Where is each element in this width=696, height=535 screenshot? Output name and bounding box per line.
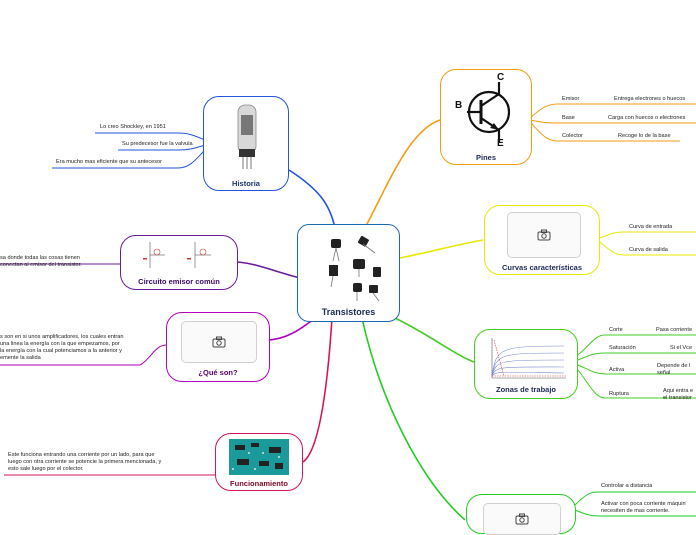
camera-icon [212,336,226,348]
circuito-text-line-1: sa donde todas las cosas tienen [0,255,80,261]
zonas-label-saturacion: Saturación [609,345,636,351]
vacuum-tube-image [237,104,257,169]
zonas-label-ruptura: Ruptura [609,391,629,397]
historia-node[interactable]: Historia [203,96,289,191]
zonas-label-activa: Activa [609,367,625,373]
circuit-diagram-image [143,242,211,268]
circuit-board-image [229,439,289,475]
zonas-desc-ruptura-line-2: el transistor [663,395,692,401]
que-son-text-line-4: emente la salida [0,355,41,361]
camera-icon [515,513,529,525]
pines-desc-base: Carga con huecos o electrones [608,115,686,121]
usos-connector-2 [574,509,599,517]
curvas-title: Curvas características [501,263,583,272]
historia-item-1: Lo creo Shockley, en 1951 [100,124,166,130]
transistors-image [329,235,381,302]
zonas-desc-corte: Pasa corriente [656,327,693,333]
curvas-connector-1 [599,231,625,239]
branch-funcionamiento [302,317,333,463]
que-son-text-line-2: una linea la energía con la que empezamo… [0,341,120,347]
branch-pines [364,119,441,229]
branch-zonas [394,317,475,363]
que-son-connector [139,344,167,366]
bjt-label-c: C [497,72,505,83]
funcionamiento-text-line-3: esto sale luego por el colector. [8,466,84,472]
zonas-desc-saturacion: Si el Vce [670,345,693,351]
zonas-title: Zonas de trabajo [495,385,556,394]
branch-circuito [237,261,301,279]
bjt-label-e: E [497,138,504,149]
pines-connector-1 [529,103,559,119]
zonas-label-corte: Corte [609,327,623,333]
zonas-connector-4 [577,369,606,399]
pines-label-emisor: Emisor [562,96,580,102]
funcionamiento-text-line-2: luego con otra corriente se potencie la … [8,459,162,465]
usos-node[interactable] [466,494,576,535]
funcionamiento-title: Funcionamiento [230,479,288,488]
branch-curvas [399,239,484,259]
central-topic[interactable]: Transistores [297,224,400,322]
que-son-node[interactable]: ¿Qué son? [166,312,270,382]
historia-connector-3 [177,149,206,169]
circuito-node[interactable]: Circuito emisor común [120,235,238,290]
que-son-text-line-3: la energía con la cual potenciamos a la … [0,348,122,354]
usos-item-2-line-1: Activar con poca corriente máquin [601,501,686,507]
que-son-title: ¿Qué son? [198,368,238,377]
historia-connector-1 [177,132,206,141]
central-topic-title: Transistores [321,307,376,317]
zonas-node[interactable]: Zonas de trabajo [474,329,578,399]
funcionamiento-node[interactable]: Funcionamiento [215,433,303,491]
zonas-desc-activa-line-1: Depende de l [657,363,691,369]
curvas-node[interactable]: Curvas características [484,205,600,275]
que-son-text-line-1: s son en si unos amplificadores, los cua… [0,334,124,340]
pines-connector-3 [529,121,559,142]
historia-title: Historia [232,179,260,188]
usos-item-2-line-2: necesiten de mas corriente. [601,508,670,514]
working-zones-graph-image [491,338,566,379]
mind-map-canvas [0,103,696,520]
historia-item-2: Su predecesor fue la valvula [122,141,193,147]
curvas-item-salida: Curva de salida [629,247,668,253]
curvas-connector-2 [599,241,625,256]
zonas-desc-activa-line-2: señal [657,370,671,376]
pines-title: Pines [475,153,496,162]
que-son-image-placeholder [181,321,257,363]
camera-icon [537,229,551,241]
funcionamiento-text-line-1: Este funciona entrando una corriente por… [8,452,155,458]
pines-label-colector: Colector [562,133,583,139]
usos-item-1: Controlar a distancia [601,483,653,489]
pines-connector-2 [529,119,559,124]
zonas-connector-3 [577,364,606,375]
usos-image-placeholder [483,503,561,535]
zonas-connector-1 [577,334,606,356]
zonas-connector-2 [577,352,606,361]
usos-connector-1 [574,491,599,506]
zonas-desc-ruptura-line-1: Aqui entra e [663,388,694,394]
curvas-item-entrada: Curva de entrada [629,224,673,230]
bjt-label-b: B [455,100,463,111]
circuito-text-line-2: conectan al emisor del transistor. [0,262,82,268]
branch-historia [288,169,336,229]
pines-node[interactable]: C B E Pines [440,69,532,165]
historia-connector-2 [177,144,206,151]
pines-desc-colector: Recoge lo de la base [618,133,671,139]
historia-item-3: Era mucho mas eficiente que su antecesor [56,159,163,165]
bjt-symbol-image [467,82,511,142]
circuito-title: Circuito emisor común [138,277,220,286]
pines-desc-emisor: Entrega electrones o huecos [614,96,686,102]
pines-label-base: Base [562,115,575,121]
branch-usos [361,317,466,520]
curvas-image-placeholder [507,212,581,258]
